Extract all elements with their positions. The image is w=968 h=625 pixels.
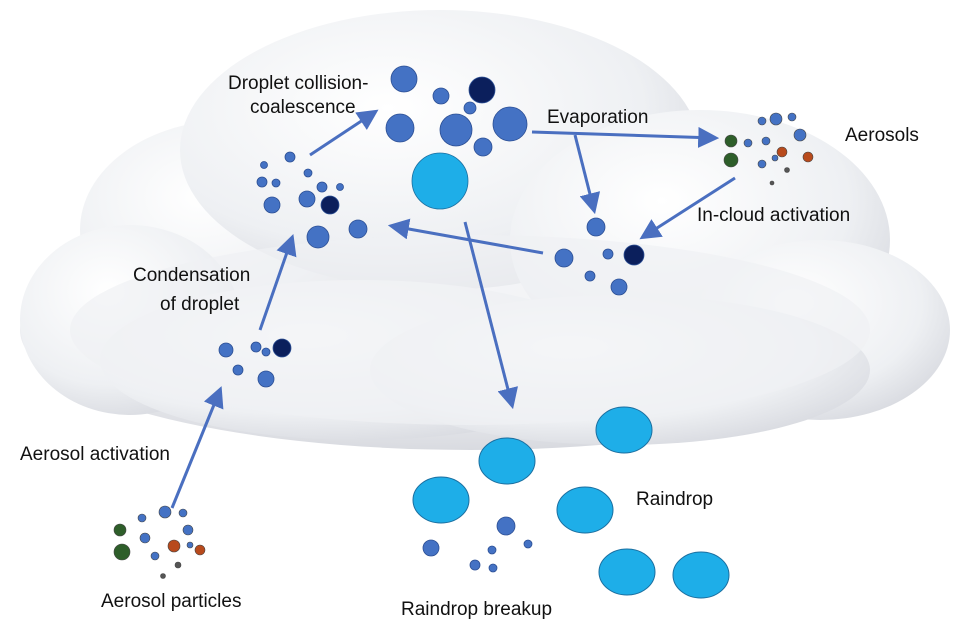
arrow-in-cloud-activation [639,176,736,240]
process-arrows [170,109,736,509]
label-raindrop: Raindrop [636,489,714,510]
arrow-evaporation-down [573,134,601,215]
label-in-cloud-activation: In-cloud activation [697,205,851,226]
arrow-evaporation-to-aerosols [531,126,720,148]
raindrop-breakup-cluster [422,516,533,573]
label-evaporation: Evaporation [547,107,649,128]
arrow-recycle-to-condensation [387,218,544,255]
coalescence-droplets-cluster [385,65,528,210]
label-condensation-line1: Condensation [133,265,251,286]
arrow-collision [309,109,379,157]
condensation-droplets-cluster [256,151,368,249]
in-cloud-droplets-cluster [554,217,645,296]
label-raindrop-breakup: Raindrop breakup [401,599,553,620]
aerosol-particles-cluster [113,505,206,579]
label-droplet-collision-line2: coalescence [250,97,356,118]
label-aerosols: Aerosols [845,125,919,146]
aerosols-cluster [723,112,814,186]
arrow-aerosol-activation [170,386,224,509]
cloud [20,10,950,450]
arrow-condensation [258,234,297,331]
raindrops-cluster [412,406,730,599]
label-droplet-collision-line1: Droplet collision- [228,73,369,94]
label-aerosol-particles: Aerosol particles [101,591,242,612]
label-aerosol-activation: Aerosol activation [20,444,170,465]
arrow-to-raindrops [463,221,518,410]
label-condensation-line2: of droplet [160,294,240,315]
activated-droplets-cluster [218,338,292,388]
